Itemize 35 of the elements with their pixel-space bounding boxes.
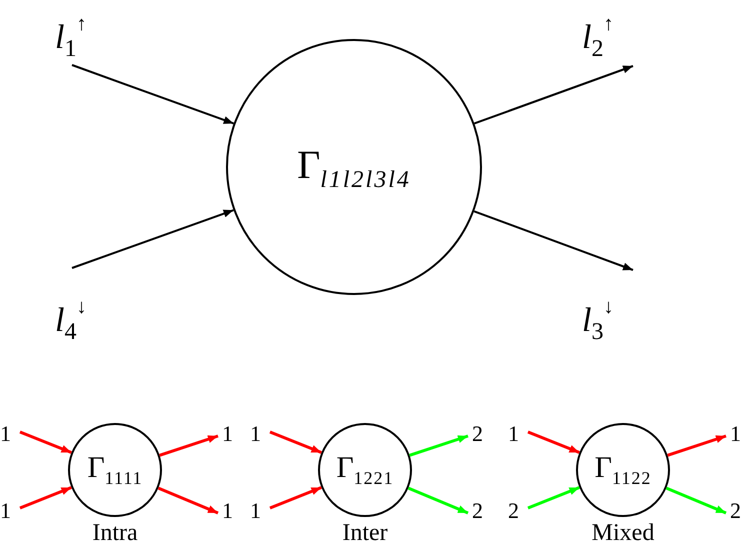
vertex-label: Γ$_{1122}$ (594, 451, 652, 489)
leg-label: 2 (730, 500, 741, 522)
arrow (19, 486, 72, 510)
arrow (72, 209, 234, 269)
arrow (527, 430, 580, 454)
leg-label: 1 (508, 423, 519, 445)
leg-label: 1 (222, 423, 233, 445)
vertex-caption: Intra (92, 521, 138, 545)
leg-label: 1 (0, 423, 11, 445)
leg-label: 1 (250, 500, 261, 522)
leg-label: 1 (222, 500, 233, 522)
arrow (19, 430, 72, 454)
arrow (158, 486, 219, 514)
vertex-caption: Mixed (592, 521, 654, 545)
leg-label: 2 (508, 500, 519, 522)
arrow (269, 430, 322, 454)
arrow (72, 64, 234, 124)
vertex-label: Γ$_{1221}$ (336, 451, 394, 489)
vertex-caption: Inter (342, 521, 388, 545)
vertex-label: Γ$_{l1l2l3l4}$ (297, 140, 411, 194)
vertex-label: Γ$_{1111}$ (87, 451, 143, 489)
arrow (408, 486, 469, 514)
arrow (474, 210, 634, 271)
leg-label: 2 (472, 500, 483, 522)
leg-label: 2 (472, 423, 483, 445)
arrow (269, 486, 322, 510)
arrow (409, 434, 468, 457)
arrow (667, 434, 726, 457)
arrow (159, 434, 218, 457)
arrow (527, 486, 580, 510)
leg-label: 1 (250, 423, 261, 445)
leg-label: 1 (0, 500, 11, 522)
arrow (666, 486, 727, 514)
leg-label: 1 (730, 423, 741, 445)
arrow (474, 65, 634, 124)
